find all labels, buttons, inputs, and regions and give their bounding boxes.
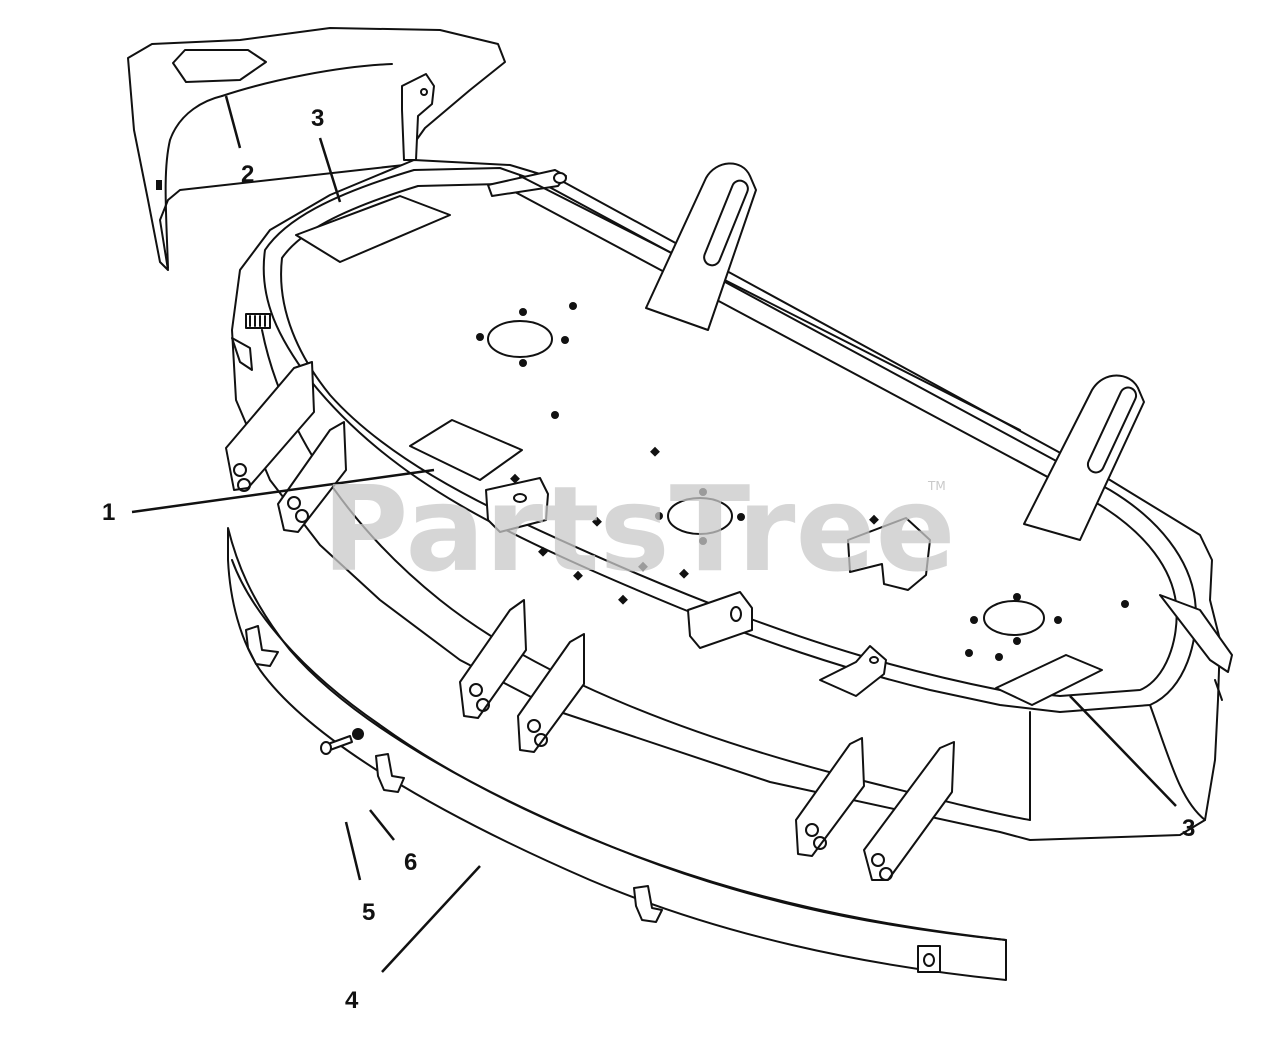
- callout-numbers: 1 2 3 3 4 5 6: [102, 105, 1195, 1014]
- bolt-and-nut: [320, 728, 364, 755]
- callout-3-right: 3: [1182, 815, 1195, 842]
- callout-5: 5: [362, 899, 375, 926]
- front-baffle-strip: [227, 527, 1007, 981]
- mounting-holes: [476, 302, 1129, 661]
- discharge-chute: [127, 27, 506, 271]
- decal-left-rear: [295, 195, 451, 263]
- skirt-hinge-brackets: [225, 361, 955, 881]
- deck-brackets: [485, 477, 931, 697]
- leader-lines: [131, 95, 1177, 973]
- decal-right-front: [995, 654, 1103, 706]
- mower-deck-housing: [231, 159, 1233, 841]
- rear-lift-brackets: [645, 162, 1145, 541]
- decal-center: [409, 419, 523, 481]
- decals: [295, 195, 1103, 706]
- spindle-openings: [487, 320, 1045, 636]
- callout-6: 6: [404, 849, 417, 876]
- callout-1: 1: [102, 499, 115, 526]
- watermark: PartsTree TM: [322, 460, 956, 598]
- callout-2: 2: [241, 161, 254, 188]
- watermark-text: PartsTree: [322, 460, 956, 598]
- callout-3-top: 3: [311, 105, 324, 132]
- callout-4: 4: [345, 987, 359, 1014]
- watermark-trademark: TM: [927, 479, 946, 493]
